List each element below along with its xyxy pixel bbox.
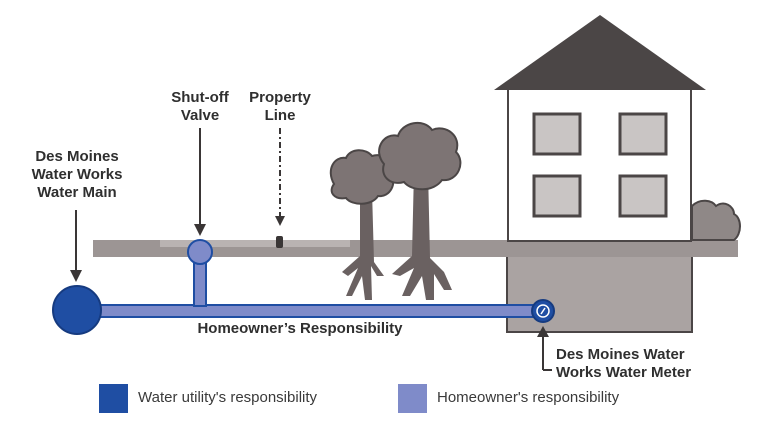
property-line-marker (276, 236, 283, 248)
property-line-label-line-1: Property (249, 89, 311, 106)
shutoff-valve (187, 239, 213, 265)
legend-utility-swatch (99, 384, 128, 413)
water-meter-label: Des Moines Water Works Water Meter (556, 346, 716, 382)
house-window-bottom-right (618, 174, 668, 218)
house-roof (494, 15, 706, 90)
ground-surface-light (160, 240, 350, 247)
water-main-label-line-3: Water Main (37, 184, 117, 201)
water-meter-label-line-2: Works Water Meter (556, 364, 692, 381)
legend-homeowner-label: Homeowner's responsibility (437, 389, 620, 406)
service-pipe (97, 304, 544, 318)
water-main-label-line-1: Des Moines (35, 148, 119, 165)
property-line-label: Property Line (235, 89, 325, 125)
water-main-label-line-2: Water Works (31, 166, 123, 183)
property-line-label-line-2: Line (264, 107, 296, 124)
water-meter-needle (540, 307, 546, 315)
tree-right (378, 121, 462, 300)
legend-homeowner-swatch (398, 384, 427, 413)
arrow-water-main (70, 210, 82, 282)
valve-riser-pipe (193, 261, 207, 307)
shutoff-valve-label-line-1: Shut-off (171, 89, 229, 106)
water-main (52, 285, 102, 335)
house-window-top-right (618, 112, 668, 156)
house-wall (507, 88, 692, 242)
homeowner-responsibility-label: Homeowner’s Responsibility (197, 320, 403, 337)
arrow-shutoff-valve (194, 128, 206, 236)
bush (691, 199, 741, 241)
house-window-top-left (532, 112, 582, 156)
legend-utility-label: Water utility's responsibility (138, 389, 318, 406)
water-meter-label-line-1: Des Moines Water (556, 346, 685, 363)
arrow-water-meter (537, 326, 552, 371)
arrow-property-line (275, 128, 285, 226)
shutoff-valve-label-line-2: Valve (180, 107, 220, 124)
water-main-label: Des Moines Water Works Water Main (14, 148, 140, 202)
house-window-bottom-left (532, 174, 582, 218)
shutoff-valve-label: Shut-off Valve (150, 89, 250, 125)
house-foundation (506, 251, 693, 333)
